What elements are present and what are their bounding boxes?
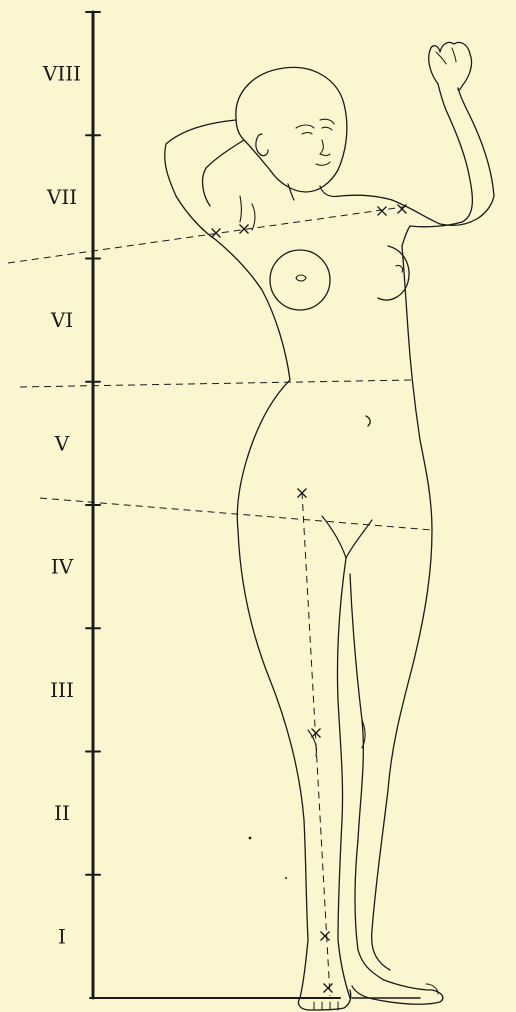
scale-numeral-iv: IV [51, 555, 74, 579]
ink-speck [249, 837, 252, 840]
neck [288, 184, 294, 200]
left-foot [298, 990, 350, 1010]
hip-line [40, 498, 432, 530]
face [296, 119, 334, 165]
armpit-left-2 [252, 204, 255, 230]
left-breast [270, 250, 330, 310]
ink-speck-2 [285, 877, 287, 879]
cross-mark [378, 207, 387, 216]
right-leg-outer [372, 530, 432, 970]
scale-numeral-vii: VII [46, 185, 77, 209]
scale-numeral-i: I [58, 924, 66, 948]
leg-axis-line [302, 492, 330, 996]
navel [366, 416, 370, 426]
torso-right [402, 246, 432, 530]
scale-numeral-v: V [54, 431, 70, 455]
ear [256, 134, 268, 156]
head [236, 67, 347, 192]
torso-left [216, 240, 290, 530]
raised-arm-outer [340, 88, 494, 225]
cross-mark [398, 205, 407, 214]
scale-numeral-viii: VIII [42, 62, 81, 86]
right-toes [426, 984, 438, 994]
section-lines [8, 206, 432, 530]
cross-mark [324, 984, 333, 993]
cross-mark [321, 932, 330, 941]
figure-outline [165, 42, 494, 1010]
scale-numeral-iii: III [50, 678, 74, 702]
raised-arm-inner [402, 84, 472, 246]
left-leg-inner [337, 558, 350, 998]
cross-mark [212, 229, 221, 238]
left-nipple [296, 275, 306, 281]
arm-behind-head [165, 120, 236, 240]
left-leg-outer [238, 530, 308, 998]
armpit-left [240, 196, 242, 222]
groin-right [346, 520, 372, 558]
scale-numeral-ii: II [54, 801, 70, 825]
neck-front [320, 186, 340, 197]
hand-finger-line [436, 52, 446, 64]
scale-numeral-vi: VI [50, 308, 73, 332]
raised-hand [429, 42, 472, 90]
arm-behind-head-inner [203, 140, 244, 206]
hand-finger-line-2 [452, 48, 456, 62]
waist-line [20, 380, 412, 387]
right-foot [352, 950, 443, 1004]
right-leg-inner [350, 574, 363, 950]
right-nipple [396, 265, 403, 272]
